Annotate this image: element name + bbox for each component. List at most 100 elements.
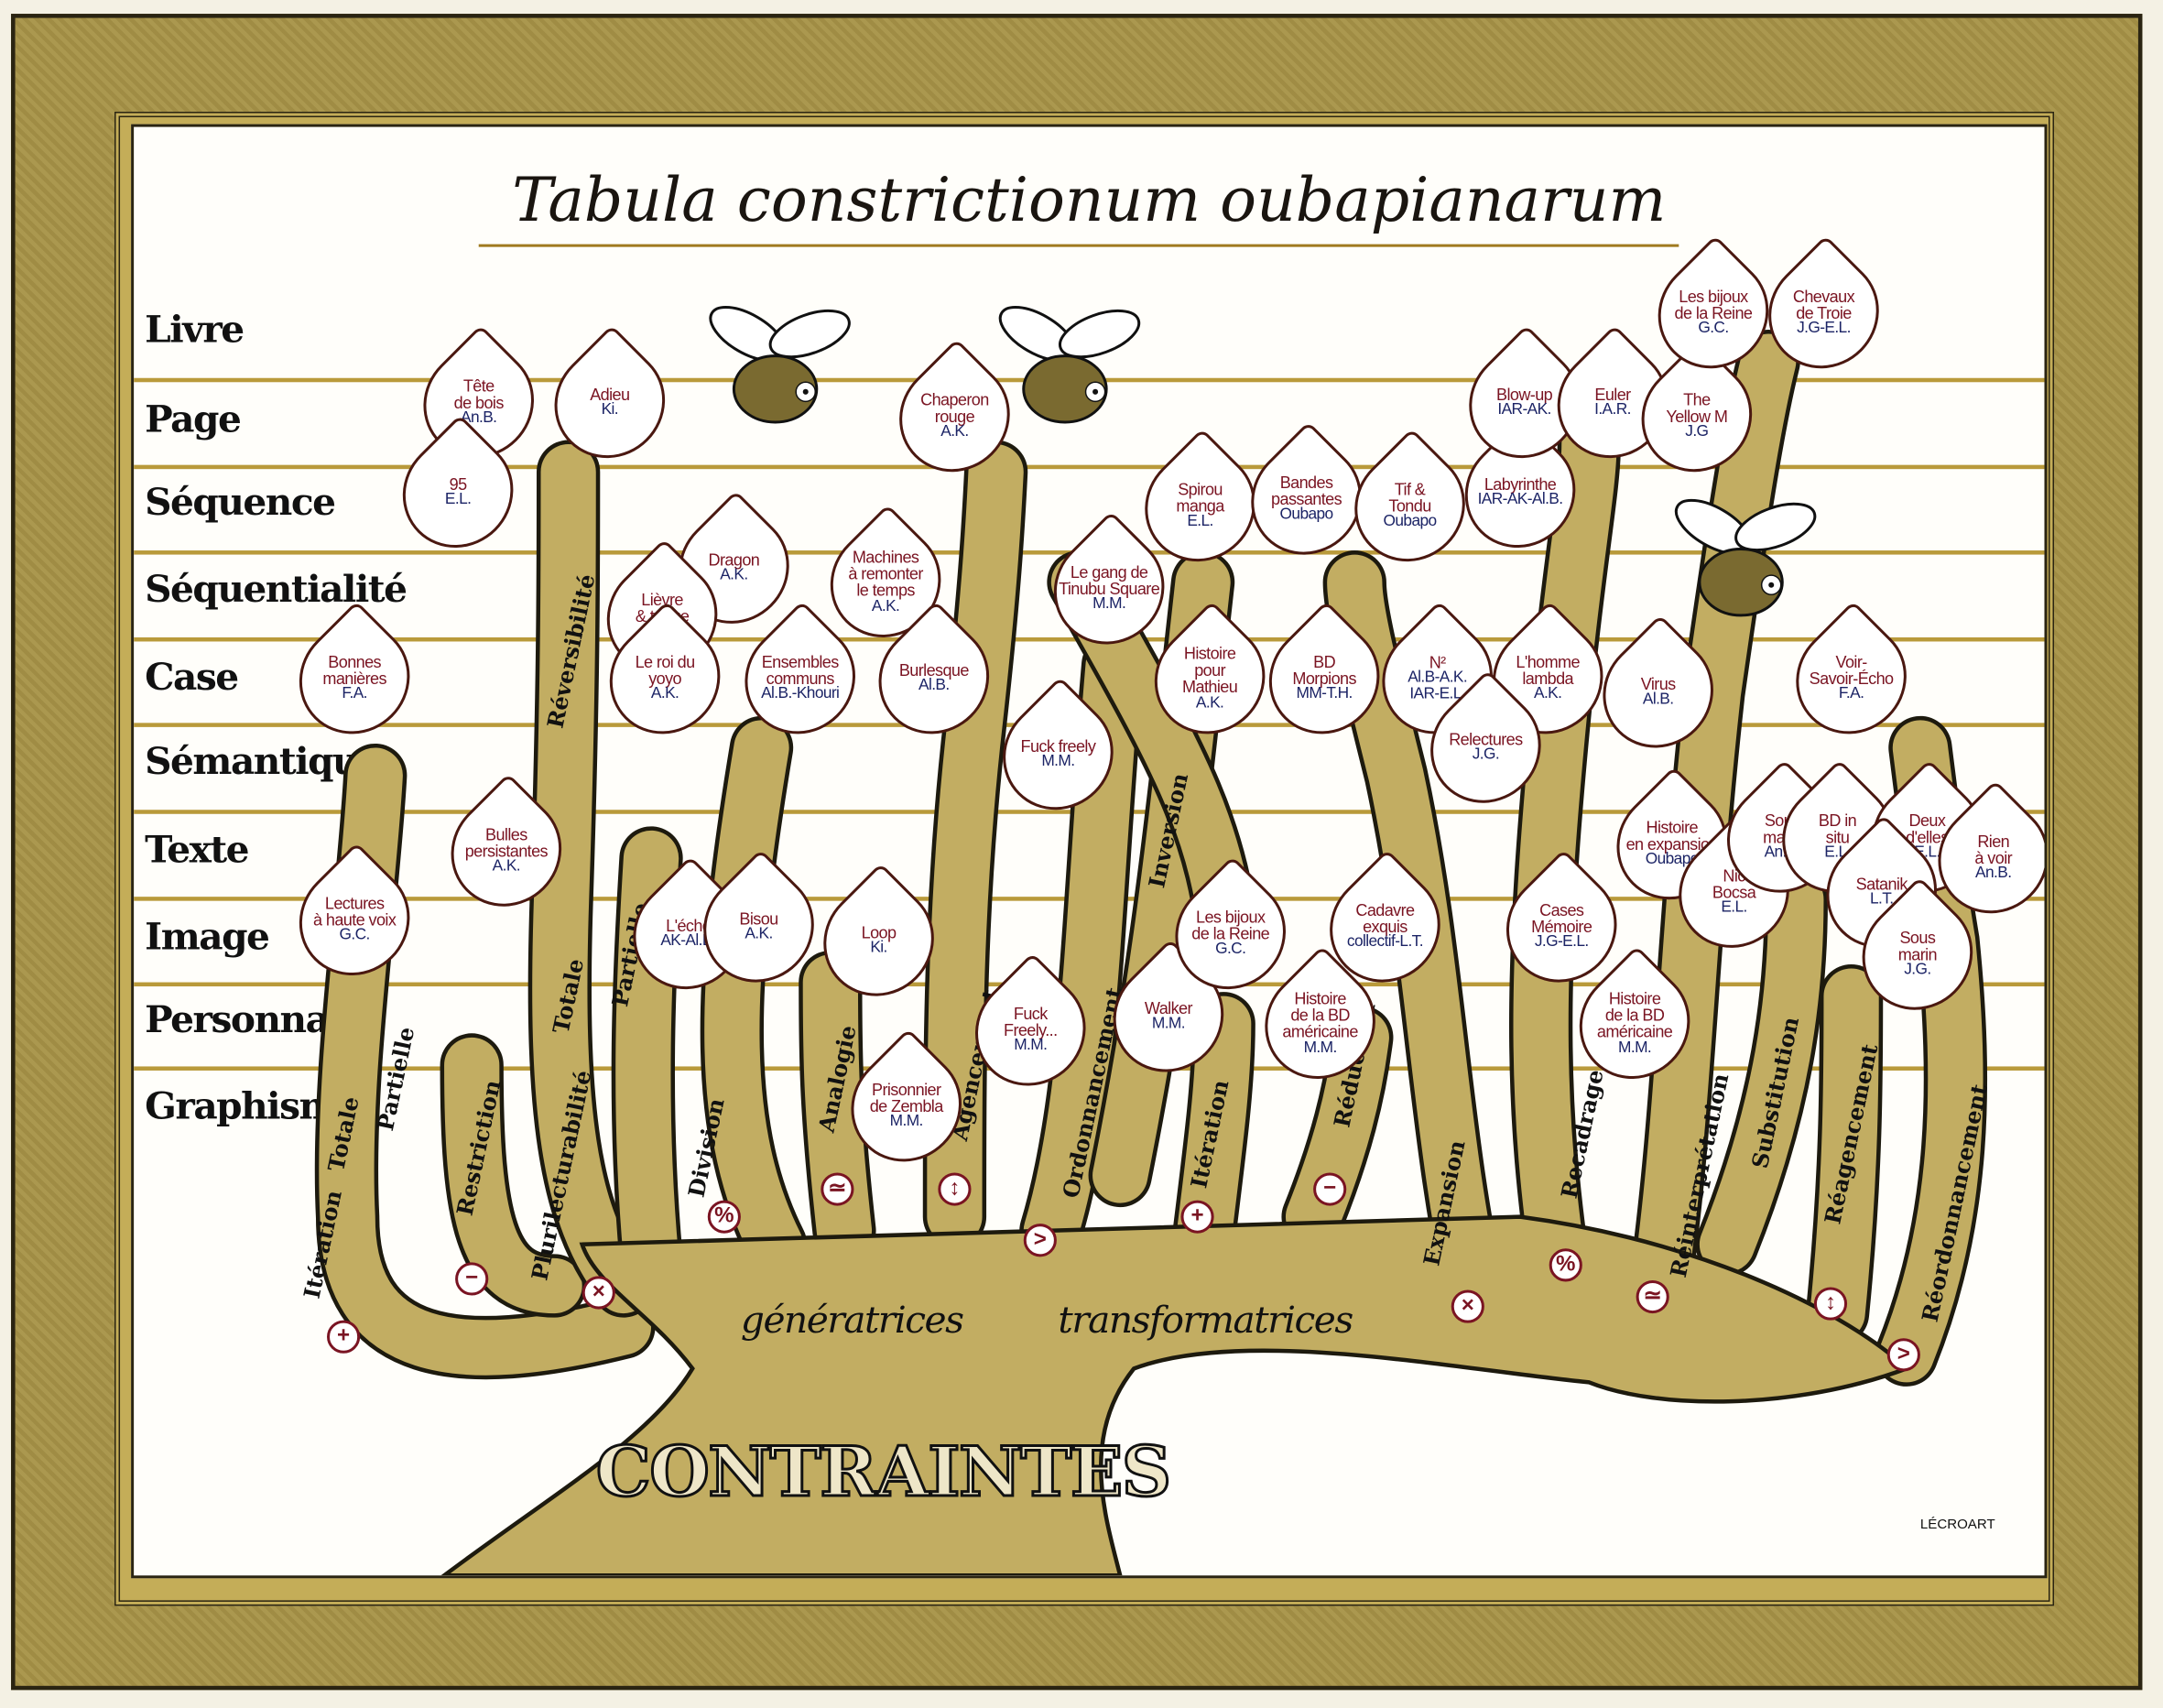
branch	[1630, 333, 1797, 1328]
row-label: Séquentialité	[145, 568, 408, 612]
leaf-title: Spirou manga	[1176, 480, 1224, 517]
branch	[704, 720, 803, 1272]
leaf-author: J.G-E.L.	[1534, 934, 1589, 952]
branch	[1699, 872, 1824, 1272]
leaf-title: Ensembles communs	[761, 652, 839, 689]
ladybug-icon	[709, 305, 851, 424]
row-label: Image	[145, 916, 270, 959]
leaf-title: Sous marin	[1897, 928, 1937, 965]
leaf-author: Oubapo	[1279, 506, 1333, 524]
leaf-text: Fuck Freely...M.M.	[974, 1005, 1088, 1056]
leaf-author: J.G	[1685, 424, 1709, 441]
leaf-title: Les bijoux de la Reine	[1674, 287, 1753, 323]
leaf-author: G.C.	[1215, 941, 1246, 959]
leaf-author: F.A.	[1838, 686, 1864, 703]
leaf-title: Virus	[1640, 674, 1676, 694]
leaf-title: Lectures à haute voix	[312, 894, 397, 930]
leaf-title: Les bijoux de la Reine	[1191, 908, 1270, 944]
leaf-author: Ki.	[870, 940, 887, 957]
leaf-author: An.B.	[1975, 865, 2012, 883]
leaf-title: Tête de bois	[453, 376, 504, 413]
branch	[1327, 554, 1506, 1342]
row-label: Livre	[145, 309, 245, 353]
leaf-title: Bisou	[739, 908, 778, 929]
operator-symbol: −	[1313, 1172, 1347, 1206]
leaf-author: A.K.	[650, 686, 679, 703]
leaf-author: G.C.	[339, 927, 370, 944]
leaf-title: Le roi du yoyo	[635, 652, 695, 689]
operator-symbol: ≃	[821, 1172, 854, 1206]
leaf-author: Al.B.	[918, 678, 950, 695]
leaf-author: J.G.	[1904, 962, 1931, 979]
operator-symbol: %	[707, 1200, 741, 1234]
row-label: Sémantique	[145, 740, 382, 784]
leaf-title: Dragon	[708, 550, 760, 571]
operator-symbol: +	[327, 1320, 361, 1354]
leaf-author: M.M.	[1041, 753, 1075, 770]
leaf-title: Chevaux de Troie	[1792, 287, 1855, 323]
ruling-line	[134, 464, 2045, 470]
category-generatives: génératrices	[740, 1300, 964, 1343]
leaf-author: M.M.	[1014, 1038, 1048, 1055]
leaf-title: Tif & Tondu	[1388, 480, 1431, 517]
leaf-author: Al.B.	[1642, 691, 1674, 709]
operator-symbol: ×	[1451, 1289, 1484, 1323]
branch	[1810, 968, 1879, 1342]
leaf-author: Ki.	[601, 401, 619, 419]
branch	[1513, 416, 1617, 1314]
leaf-title: Voir- Savoir-Écho	[1809, 652, 1894, 689]
row-label: Page	[145, 398, 242, 442]
bee-icon	[1674, 498, 1817, 617]
leaf-title: Histoire de la BD américaine	[1596, 988, 1673, 1042]
leaf-title: Fuck freely	[1020, 736, 1096, 756]
leaf-author: collectif-L.T.	[1346, 934, 1423, 952]
leaf-author: J.G.	[1472, 746, 1500, 764]
leaf-author: J.G-E.L.	[1797, 321, 1851, 338]
leaf-author: M.M.	[1618, 1039, 1652, 1057]
operator-symbol: >	[1023, 1224, 1057, 1257]
leaf-author: A.K.	[940, 424, 969, 441]
operator-symbol: +	[1180, 1200, 1214, 1234]
leaf-title: Rien à voir	[1974, 832, 2013, 868]
leaf-author: M.M.	[889, 1114, 923, 1131]
leaf-title: N²	[1429, 652, 1446, 672]
leaf-author: F.A.	[342, 686, 367, 703]
artist-signature: LÉCROART	[1919, 1518, 1995, 1533]
leaf-title: Cadavre exquis	[1355, 900, 1415, 938]
leaf-title: Histoire pour Mathieu	[1182, 644, 1238, 698]
operator-symbol: ≃	[1636, 1279, 1669, 1314]
leaf-title: Bulles persistantes	[464, 824, 548, 862]
row-label: Séquence	[145, 481, 336, 525]
leaf-author: E.L.	[1187, 513, 1213, 531]
operator-symbol: −	[455, 1262, 489, 1296]
operator-symbol: %	[1549, 1248, 1582, 1282]
leaf-author: Al.B.-Khouri	[761, 686, 840, 703]
leaf-title: 95	[449, 474, 467, 495]
